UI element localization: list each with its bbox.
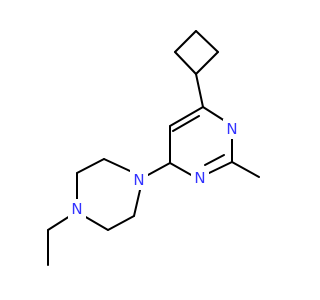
structure-canvas: N N N N — [47, 30, 260, 266]
bond-pyrimidine-n1-c6 — [202, 106, 226, 122]
bond-cyclobutyl-to-ring — [195, 73, 204, 108]
atom-n-pyrimidine-upper: N — [223, 119, 241, 139]
bond-piperazine-4 — [83, 215, 109, 231]
atom-label: N — [194, 169, 205, 187]
atom-label: N — [71, 200, 82, 218]
bond-cyclobutane-1 — [174, 51, 197, 75]
atom-n-pyrimidine-lower: N — [191, 168, 209, 188]
atom-n-piperazine-aryl: N — [130, 170, 148, 190]
bond-pyrimidine-n3-c2-inner — [204, 154, 225, 166]
bond-cyclobutane-4 — [195, 51, 219, 75]
bond-pyrimidine-c6-c5 — [169, 106, 204, 127]
bond-ethyl-1 — [47, 215, 71, 231]
bond-pyrimidine-n3-c2 — [206, 161, 233, 175]
atom-n-piperazine-ethyl: N — [68, 199, 86, 219]
bonds-layer — [47, 30, 260, 266]
bond-cyclobutane-2 — [174, 30, 197, 53]
bond-pyrimidine-c4-n3 — [169, 162, 194, 177]
bond-cyclobutane-3 — [195, 30, 219, 53]
bond-piperazine-2 — [76, 158, 105, 174]
bond-piperazine-6 — [133, 189, 141, 217]
atom-label: N — [226, 120, 237, 138]
bond-ring-to-piperazine — [147, 162, 171, 176]
bond-pyrimidine-c6-c5-inner — [172, 115, 200, 132]
atom-label: N — [133, 171, 144, 189]
molecule-drawing: N N N N — [47, 30, 260, 266]
bond-piperazine-1 — [103, 158, 131, 172]
bond-piperazine-5 — [107, 215, 135, 231]
atom-labels-layer: N N N N — [68, 119, 241, 219]
bond-methyl — [231, 161, 260, 178]
